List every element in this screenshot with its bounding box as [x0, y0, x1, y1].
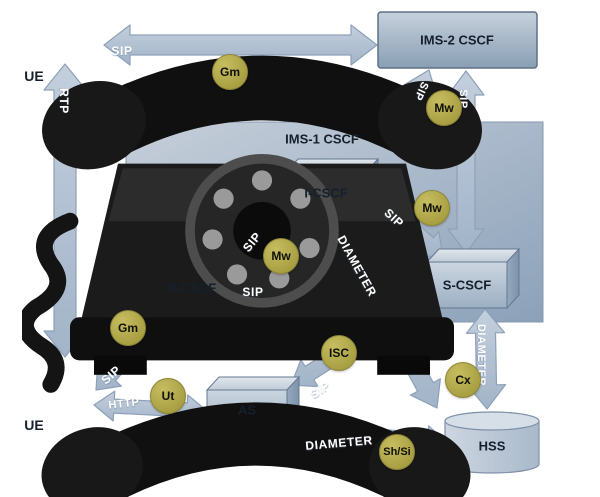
badge-mw-pcscf-icscf: Mw — [263, 238, 299, 274]
link-sip-ue-ims2 — [103, 24, 378, 66]
node-hss — [444, 411, 540, 474]
node-label-p-cscf: P-CSCF — [167, 280, 217, 296]
node-label-hss: HSS — [478, 438, 506, 454]
node-label-ims1-cscf: IMS-1 CSCF — [285, 131, 359, 147]
link-label-rtp: RTP — [57, 88, 71, 114]
node-label-i-cscf: I-CSCF — [304, 185, 348, 201]
node-s-cscf — [425, 247, 521, 310]
badge-gm-top: Gm — [212, 54, 248, 90]
badge-mw-icscf-scscf: Mw — [414, 190, 450, 226]
badge-sh-si: Sh/Si — [379, 434, 415, 470]
node-label-as: AS — [237, 402, 257, 418]
node-ims2-cscf — [377, 11, 538, 69]
badge-mw-ims2: Mw — [426, 90, 462, 126]
node-label-ue-top: UE — [24, 68, 44, 84]
badge-gm-bottom: Gm — [110, 310, 146, 346]
node-label-ue-bottom: UE — [24, 417, 44, 433]
badge-cx: Cx — [445, 362, 481, 398]
node-label-s-cscf: S-CSCF — [442, 277, 492, 293]
node-label-ims2-cscf: IMS-2 CSCF — [420, 32, 494, 48]
link-diameter-scscf-hss — [465, 308, 507, 410]
link-label-sip-ue-ims2: SIP — [111, 44, 133, 58]
link-label-sip-pcscf-scscf: SIP — [242, 285, 264, 299]
badge-ut: Ut — [150, 378, 186, 414]
badge-isc: ISC — [321, 335, 357, 371]
